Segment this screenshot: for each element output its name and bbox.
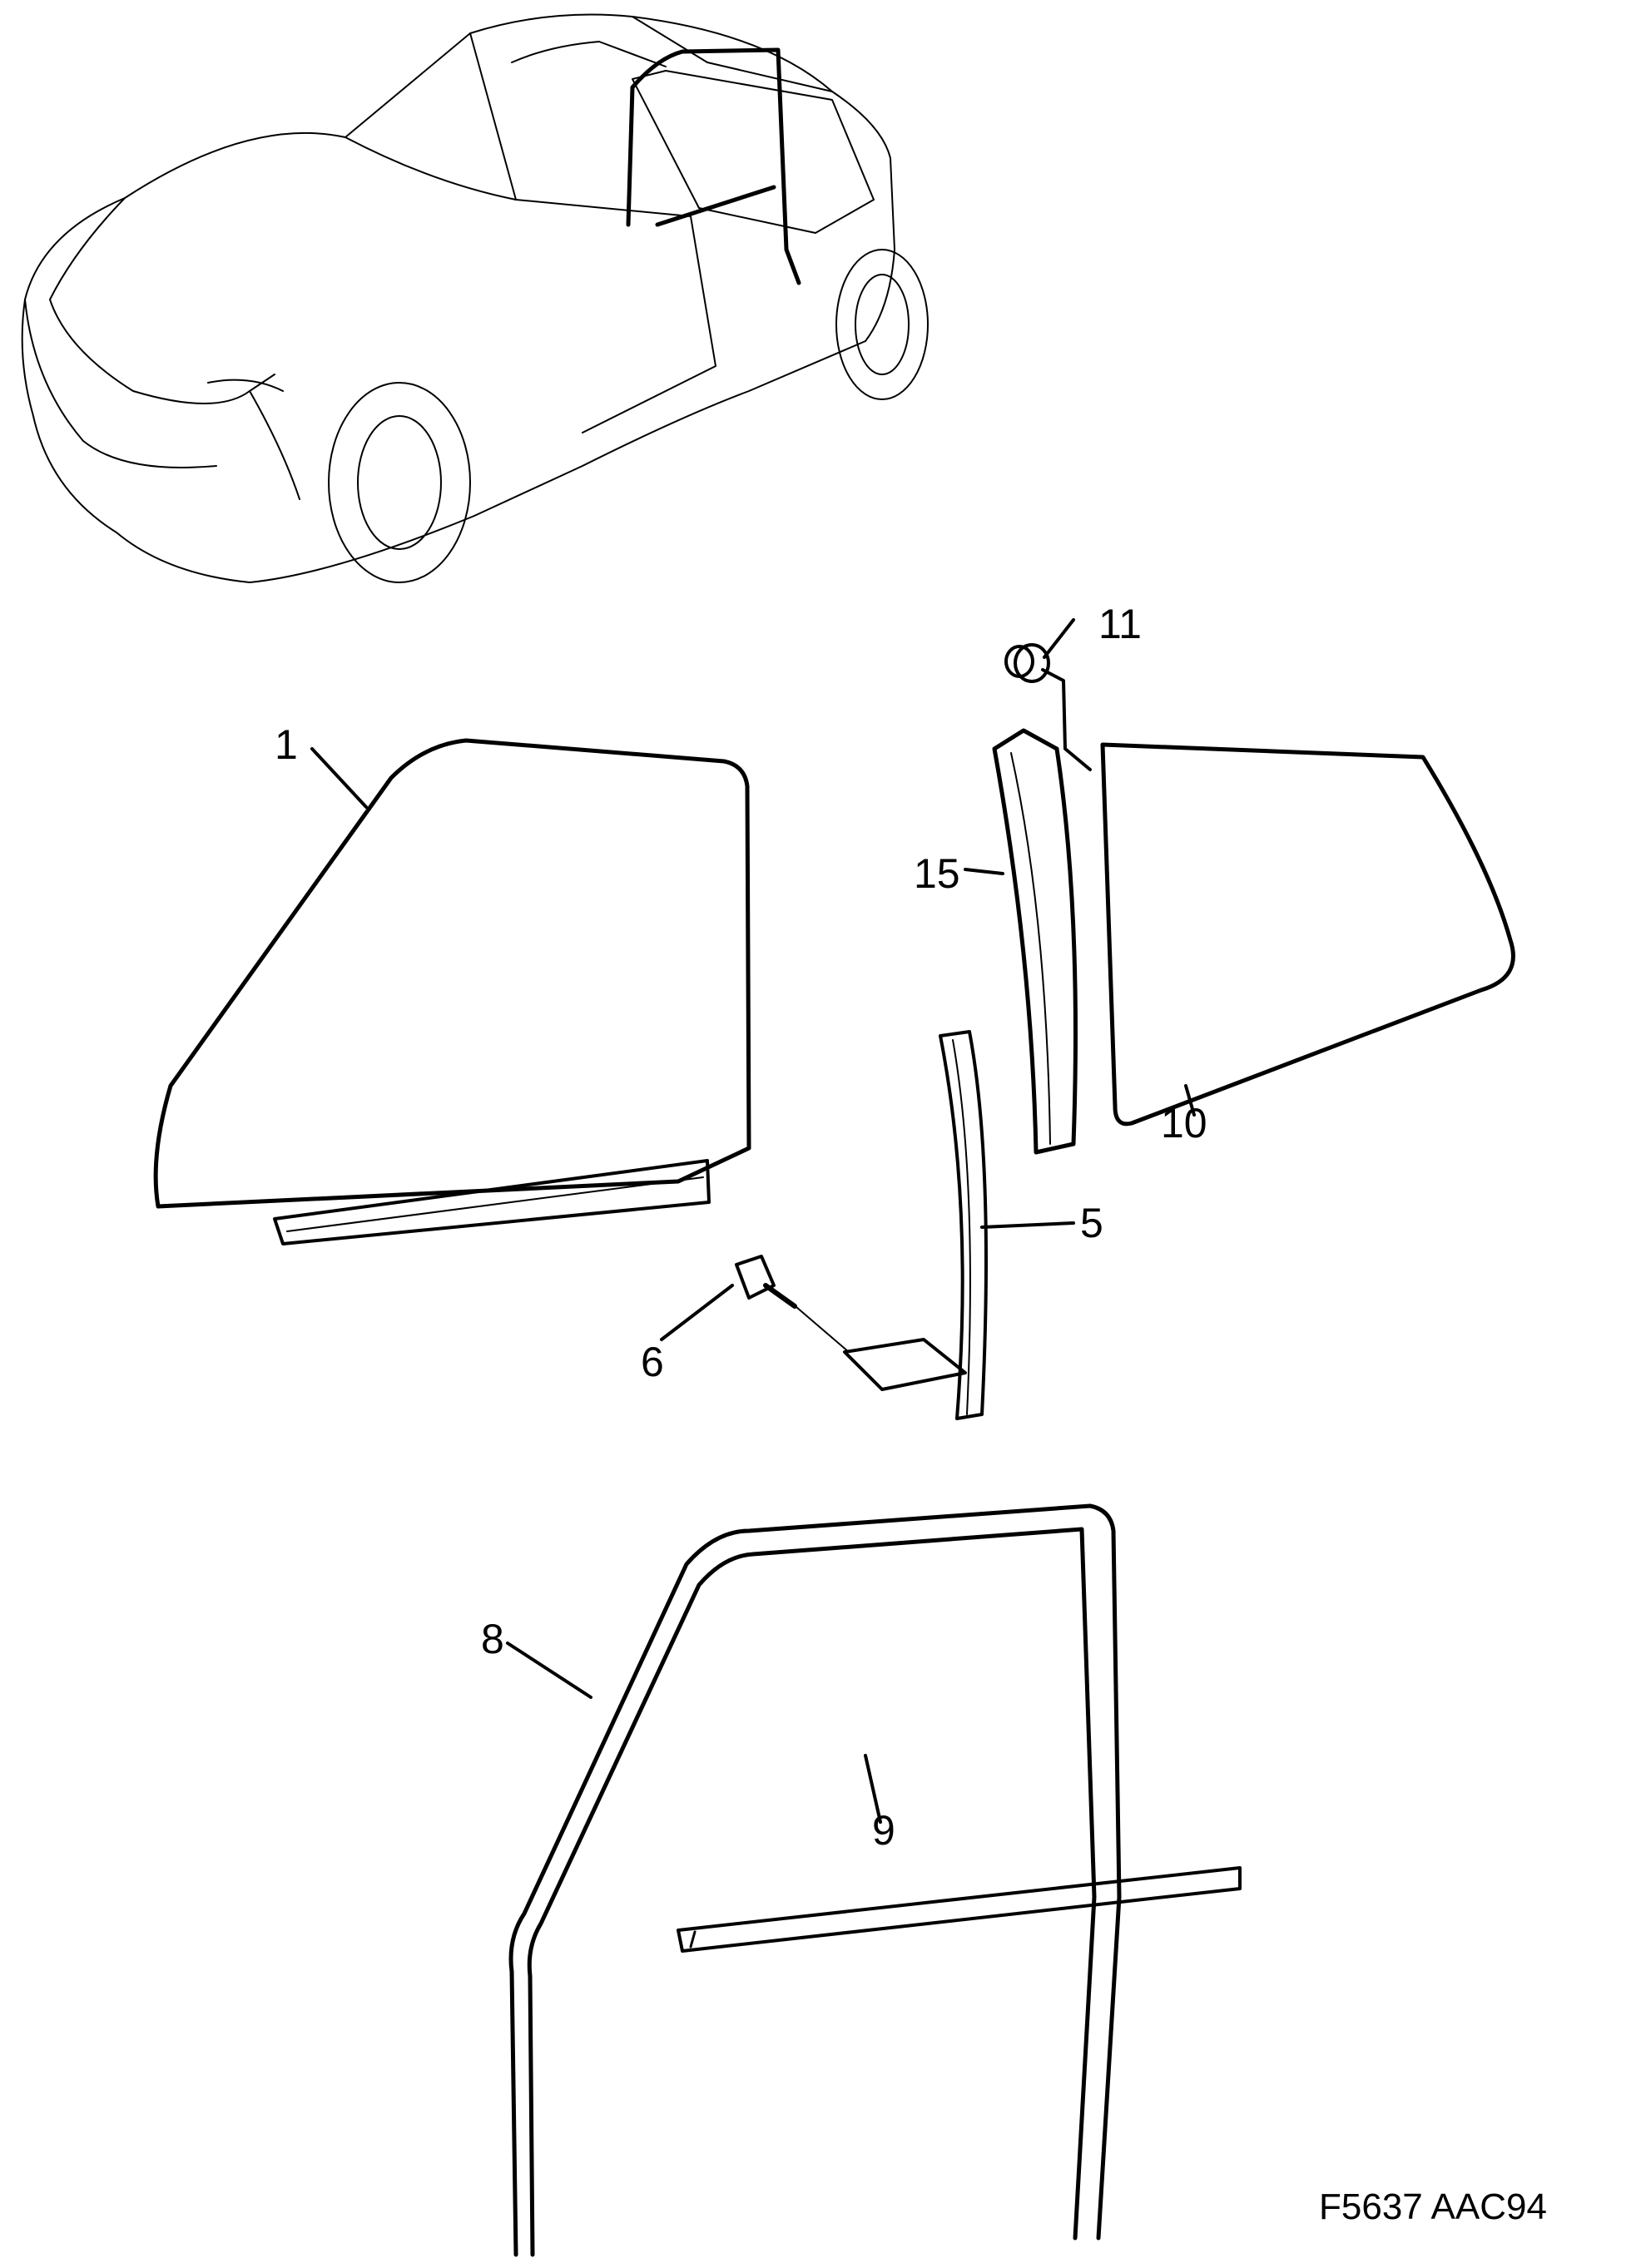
door-window-glass-part-1: [153, 738, 751, 1245]
rear-quarter-window-part-10: [1100, 742, 1515, 1127]
callout-9: 9: [872, 1807, 895, 1854]
callout-8: 8: [481, 1616, 504, 1662]
callout-10: 10: [1161, 1100, 1207, 1146]
inner-waist-seal-part-9: [677, 1866, 1242, 1953]
guide-rail-part-5: [843, 1030, 988, 1420]
car-overview-illustration: [21, 13, 929, 583]
bolt-part-6: [735, 1255, 850, 1353]
figure-caption: F5637 AAC94: [1319, 2186, 1547, 2227]
window-frame-seal-part-8: [508, 1503, 1122, 2257]
callout-15: 15: [914, 850, 960, 897]
highlighted-door-seal: [626, 47, 801, 285]
callout-5: 5: [1080, 1200, 1103, 1246]
nut-clip-part-11: [1004, 643, 1092, 771]
callout-1: 1: [275, 721, 298, 768]
callout-6: 6: [641, 1339, 664, 1385]
callout-11: 11: [1098, 601, 1142, 647]
pillar-trim-part-15: [992, 728, 1078, 1155]
leader-lines: [310, 618, 1196, 1824]
